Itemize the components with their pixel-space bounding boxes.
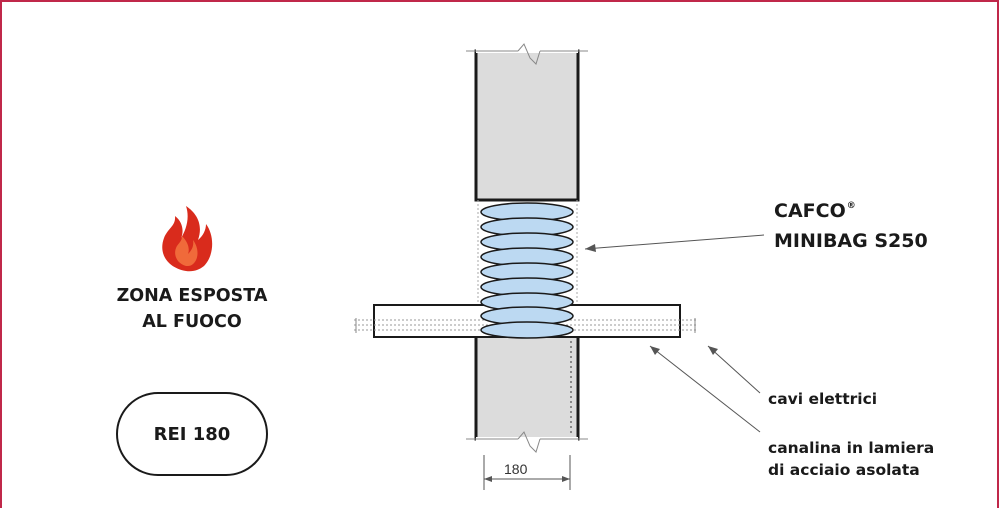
product-brand: CAFCO	[774, 200, 846, 222]
bag-leader-line	[584, 234, 765, 250]
upper-wall	[466, 43, 588, 202]
flame-icon	[162, 206, 213, 272]
opening-outline	[477, 200, 578, 308]
rei-badge-label: REI 180	[153, 423, 231, 445]
tray-label-line2: di acciaio asolata	[768, 461, 920, 479]
product-label: CAFCO® MINIBAG S250	[774, 191, 928, 256]
tray-leader-line	[649, 345, 761, 433]
leader-lines	[584, 234, 765, 433]
minibag-stack	[480, 202, 574, 339]
lower-wall	[466, 334, 588, 453]
tray-label: canalina in lamiera di acciaio asolata	[768, 437, 934, 481]
cables-arrowhead	[708, 346, 718, 355]
bag-arrowhead	[585, 244, 596, 252]
dimension-180	[483, 455, 571, 490]
exposed-zone-label: ZONA ESPOSTA AL FUOCO	[92, 283, 292, 335]
rei-badge: REI 180	[116, 392, 268, 476]
exposed-zone-line2: AL FUOCO	[142, 312, 242, 332]
registered-mark: ®	[846, 201, 856, 211]
exposed-zone-line1: ZONA ESPOSTA	[116, 286, 268, 306]
tray-arrowhead	[650, 346, 660, 355]
cables-leader-line	[707, 345, 761, 394]
product-model: MINIBAG S250	[774, 230, 928, 252]
tray-label-line1: canalina in lamiera	[768, 439, 935, 457]
cables-label: cavi elettrici	[768, 390, 878, 408]
dimension-value: 180	[504, 461, 528, 477]
